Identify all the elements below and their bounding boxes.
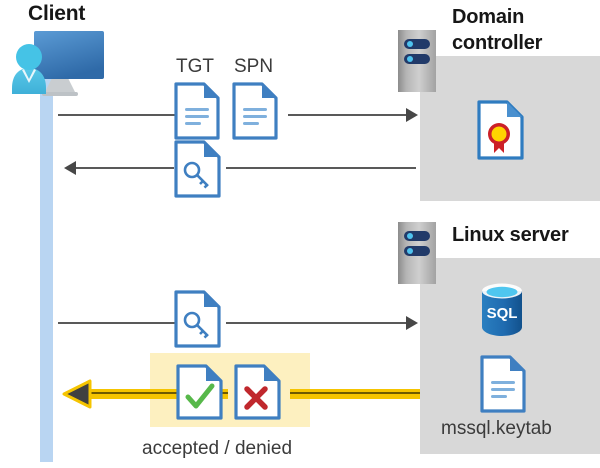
auth-result-line-left — [88, 389, 228, 399]
auth-result-arrowhead-icon — [62, 379, 92, 409]
response-ticket-line-left — [76, 167, 174, 169]
auth-result-line-right — [290, 389, 420, 399]
denied-document-icon — [234, 364, 282, 425]
linux-server-rack-icon — [398, 222, 436, 284]
certificate-document-icon — [477, 100, 525, 165]
text-document-icon — [174, 82, 220, 145]
accepted-document-icon — [176, 364, 224, 425]
keytab-document-icon — [480, 355, 526, 418]
domain-controller-label: Domain controller — [452, 4, 592, 56]
client-label: Client — [28, 2, 86, 25]
linux-server-label: Linux server — [452, 224, 569, 246]
present-ticket-arrowhead-icon — [406, 316, 418, 330]
sql-text: SQL — [487, 305, 518, 322]
spn-label: SPN — [234, 56, 274, 77]
present-ticket-line-right — [226, 322, 406, 324]
response-ticket-arrowhead-icon — [64, 161, 76, 175]
sql-database-icon: SQL — [476, 282, 528, 343]
keytab-filename-label: mssql.keytab — [441, 418, 552, 439]
request-tgt-line-right — [288, 114, 406, 116]
key-document-icon — [174, 290, 222, 353]
domain-controller-server-rack-icon — [398, 30, 436, 92]
key-document-icon — [174, 140, 222, 203]
accepted-denied-caption: accepted / denied — [142, 438, 293, 459]
tgt-label: TGT — [176, 56, 214, 77]
rack-bay-icon — [404, 39, 430, 49]
rack-bay-icon — [404, 54, 430, 64]
rack-bay-icon — [404, 231, 430, 241]
check-mark-icon — [185, 383, 215, 409]
cross-mark-icon — [244, 386, 268, 410]
client-lifeline — [40, 72, 53, 462]
user-computer-icon — [6, 26, 114, 102]
domain-controller-label-line2: controller — [452, 32, 543, 54]
request-tgt-line-left — [58, 114, 176, 116]
response-ticket-line-right — [226, 167, 416, 169]
rack-bay-icon — [404, 246, 430, 256]
text-document-icon — [232, 82, 278, 145]
domain-controller-label-line1: Domain — [452, 6, 525, 28]
request-tgt-arrowhead-icon — [406, 108, 418, 122]
present-ticket-line-left — [58, 322, 176, 324]
